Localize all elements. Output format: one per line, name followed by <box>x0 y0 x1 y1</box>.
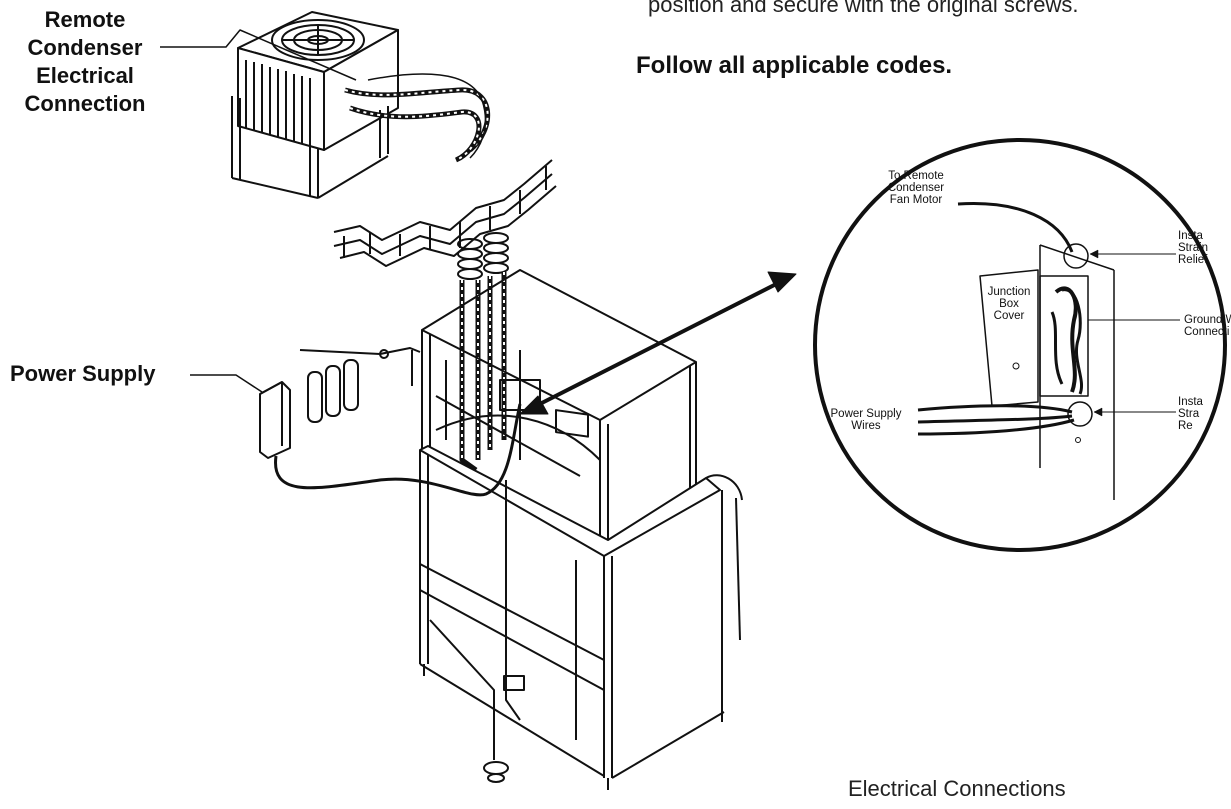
fan-motor-label: To Remote Condenser Fan Motor <box>887 170 945 206</box>
ice-storage-bin <box>419 445 743 790</box>
ground-wire-label: Ground W Connecti <box>1184 314 1231 338</box>
instruction-fragment: position and secure with the original sc… <box>648 0 1079 17</box>
water-filter-assembly <box>299 347 421 423</box>
strain-relief-bottom-label: Insta Stra Re <box>1178 396 1203 432</box>
ceiling-rack <box>333 159 557 267</box>
leader-lines <box>160 29 357 393</box>
figure-caption: Electrical Connections <box>848 776 1066 801</box>
codes-note: Follow all applicable codes. <box>636 52 953 79</box>
strain-relief-top-label: Insta Strain Relief <box>1178 230 1209 266</box>
power-supply-label: Power Supply <box>10 361 156 386</box>
junction-box-cover-label: Junction Box Cover <box>987 286 1031 322</box>
detail-arrow <box>519 271 797 415</box>
refrigerant-line-set <box>457 232 509 473</box>
remote-condenser-unit <box>231 11 491 199</box>
power-supply-wires-label: Power Supply Wires <box>830 408 902 432</box>
power-supply-box <box>259 381 291 459</box>
power-supply-cable <box>274 403 522 497</box>
remote-condenser-label: Remote Condenser Electrical Connection <box>24 7 146 116</box>
detail-magnifier <box>813 138 1227 552</box>
